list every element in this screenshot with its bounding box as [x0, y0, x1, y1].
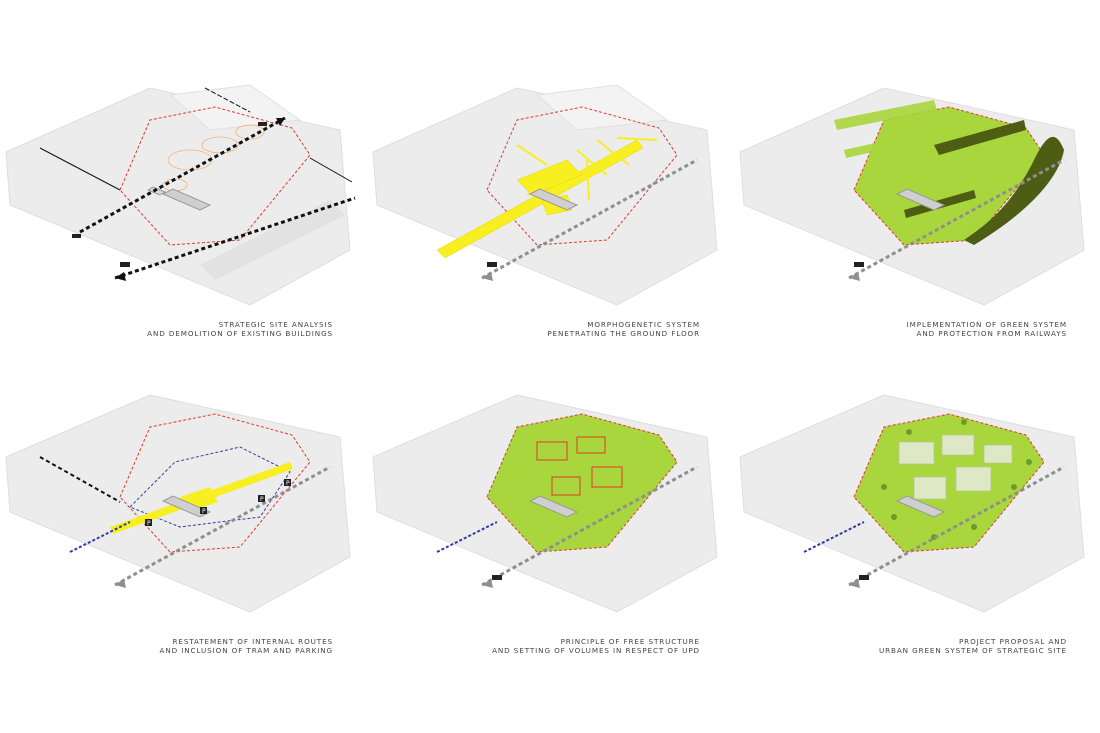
site-boundary: [486, 106, 678, 246]
tram-parking-zone: [129, 446, 291, 528]
site-axonometric-6: [739, 394, 1085, 613]
caption-line: MORPHOGENETIC SYSTEM: [587, 320, 700, 329]
tram-line: [69, 521, 131, 553]
train-icon: [854, 262, 864, 267]
rail-arrow: [114, 465, 331, 587]
parking-icons: P P P P: [145, 479, 291, 527]
existing-building: [528, 495, 579, 518]
ground-block: [535, 84, 669, 131]
arrow-head: [482, 272, 493, 281]
caption-line: STRATEGIC SITE ANALYSIS: [218, 320, 333, 329]
existing-building: [161, 188, 212, 211]
caption-line: IMPLEMENTATION OF GREEN SYSTEM: [906, 320, 1067, 329]
site-boundary: [119, 106, 311, 246]
parking-label: P: [286, 480, 290, 487]
arrow-head: [482, 579, 493, 588]
diagram-panel-6: PROJECT PROPOSAL AND URBAN GREEN SYSTEM …: [734, 367, 1100, 733]
road-line: [39, 147, 121, 191]
parking-label: P: [260, 496, 264, 503]
morpho-arrows: [516, 137, 658, 201]
caption-line: AND PROTECTION FROM RAILWAYS: [916, 329, 1067, 338]
site-axonometric-3: [739, 87, 1085, 306]
rail-arrow: [481, 158, 698, 280]
rail-strip: [200, 200, 345, 280]
rail-arrow: [848, 158, 1065, 280]
tram-line: [803, 521, 865, 553]
existing-building: [528, 188, 579, 211]
trees: [881, 419, 1032, 540]
caption-line: URBAN GREEN SYSTEM OF STRATEGIC SITE: [878, 646, 1067, 655]
site-axonometric-5: [372, 394, 718, 613]
caption-line: RESTATEMENT OF INTERNAL ROUTES: [172, 637, 333, 646]
diagram-panel-2: MORPHOGENETIC SYSTEM PENETRATING THE GRO…: [367, 0, 734, 366]
diagram-panel-4: P P P P RESTATEMENT OF INTERNAL ROUTES A…: [0, 367, 367, 733]
arrow-head: [849, 272, 860, 281]
caption-line: PROJECT PROPOSAL AND: [958, 637, 1067, 646]
caption-line: AND DEMOLITION OF EXISTING BUILDINGS: [147, 329, 333, 338]
arrow-head: [849, 579, 860, 588]
caption-line: AND INCLUSION OF TRAM AND PARKING: [159, 646, 333, 655]
tram-line: [436, 521, 498, 553]
existing-building: [161, 495, 212, 518]
route-line: [39, 456, 121, 503]
existing-building: [895, 495, 946, 518]
caption-line: AND SETTING OF VOLUMES IN RESPECT OF UPD: [492, 646, 700, 655]
train-icon: [859, 575, 869, 580]
caption-line: PRINCIPLE OF FREE STRUCTURE: [560, 637, 700, 646]
panel-caption: MORPHOGENETIC SYSTEM PENETRATING THE GRO…: [547, 320, 700, 338]
arrow-head: [115, 272, 126, 281]
panel-caption: RESTATEMENT OF INTERNAL ROUTES AND INCLU…: [160, 637, 333, 655]
diagram-panel-3: IMPLEMENTATION OF GREEN SYSTEM AND PROTE…: [734, 0, 1100, 366]
train-icon: [487, 262, 497, 267]
green-protection-mound: [964, 136, 1064, 245]
rail-arrow: [481, 465, 698, 587]
green-site: [486, 413, 678, 553]
road-line: [204, 87, 251, 113]
caption-line: PENETRATING THE GROUND FLOOR: [547, 329, 700, 338]
panel-caption: IMPLEMENTATION OF GREEN SYSTEM AND PROTE…: [907, 320, 1067, 338]
green-arrows: [834, 100, 937, 158]
rail-arrow: [848, 465, 1065, 587]
diagram-panel-1: STRATEGIC SITE ANALYSIS AND DEMOLITION O…: [0, 0, 367, 366]
site-axonometric-4: P P P P: [5, 394, 351, 613]
existing-building: [895, 188, 946, 211]
parking-label: P: [147, 520, 151, 527]
site-axonometric-2: [372, 84, 718, 306]
site-boundary: [119, 413, 311, 553]
panel-caption: STRATEGIC SITE ANALYSIS AND DEMOLITION O…: [147, 320, 333, 338]
panel-caption: PRINCIPLE OF FREE STRUCTURE AND SETTING …: [492, 637, 700, 655]
ground-block: [168, 84, 302, 131]
panel-caption: PROJECT PROPOSAL AND URBAN GREEN SYSTEM …: [879, 637, 1067, 655]
free-structure-volumes: [536, 436, 623, 496]
parking-label: P: [202, 508, 206, 515]
proposed-volumes: [898, 434, 1013, 500]
train-icon: [72, 122, 267, 267]
train-icon: [492, 575, 502, 580]
diagram-panel-5: PRINCIPLE OF FREE STRUCTURE AND SETTING …: [367, 367, 734, 733]
site-axonometric-1: [5, 84, 356, 306]
rail-arrow: [114, 196, 356, 280]
arrow-head: [115, 579, 126, 588]
arrow-head: [276, 118, 285, 126]
road-line: [309, 157, 353, 183]
